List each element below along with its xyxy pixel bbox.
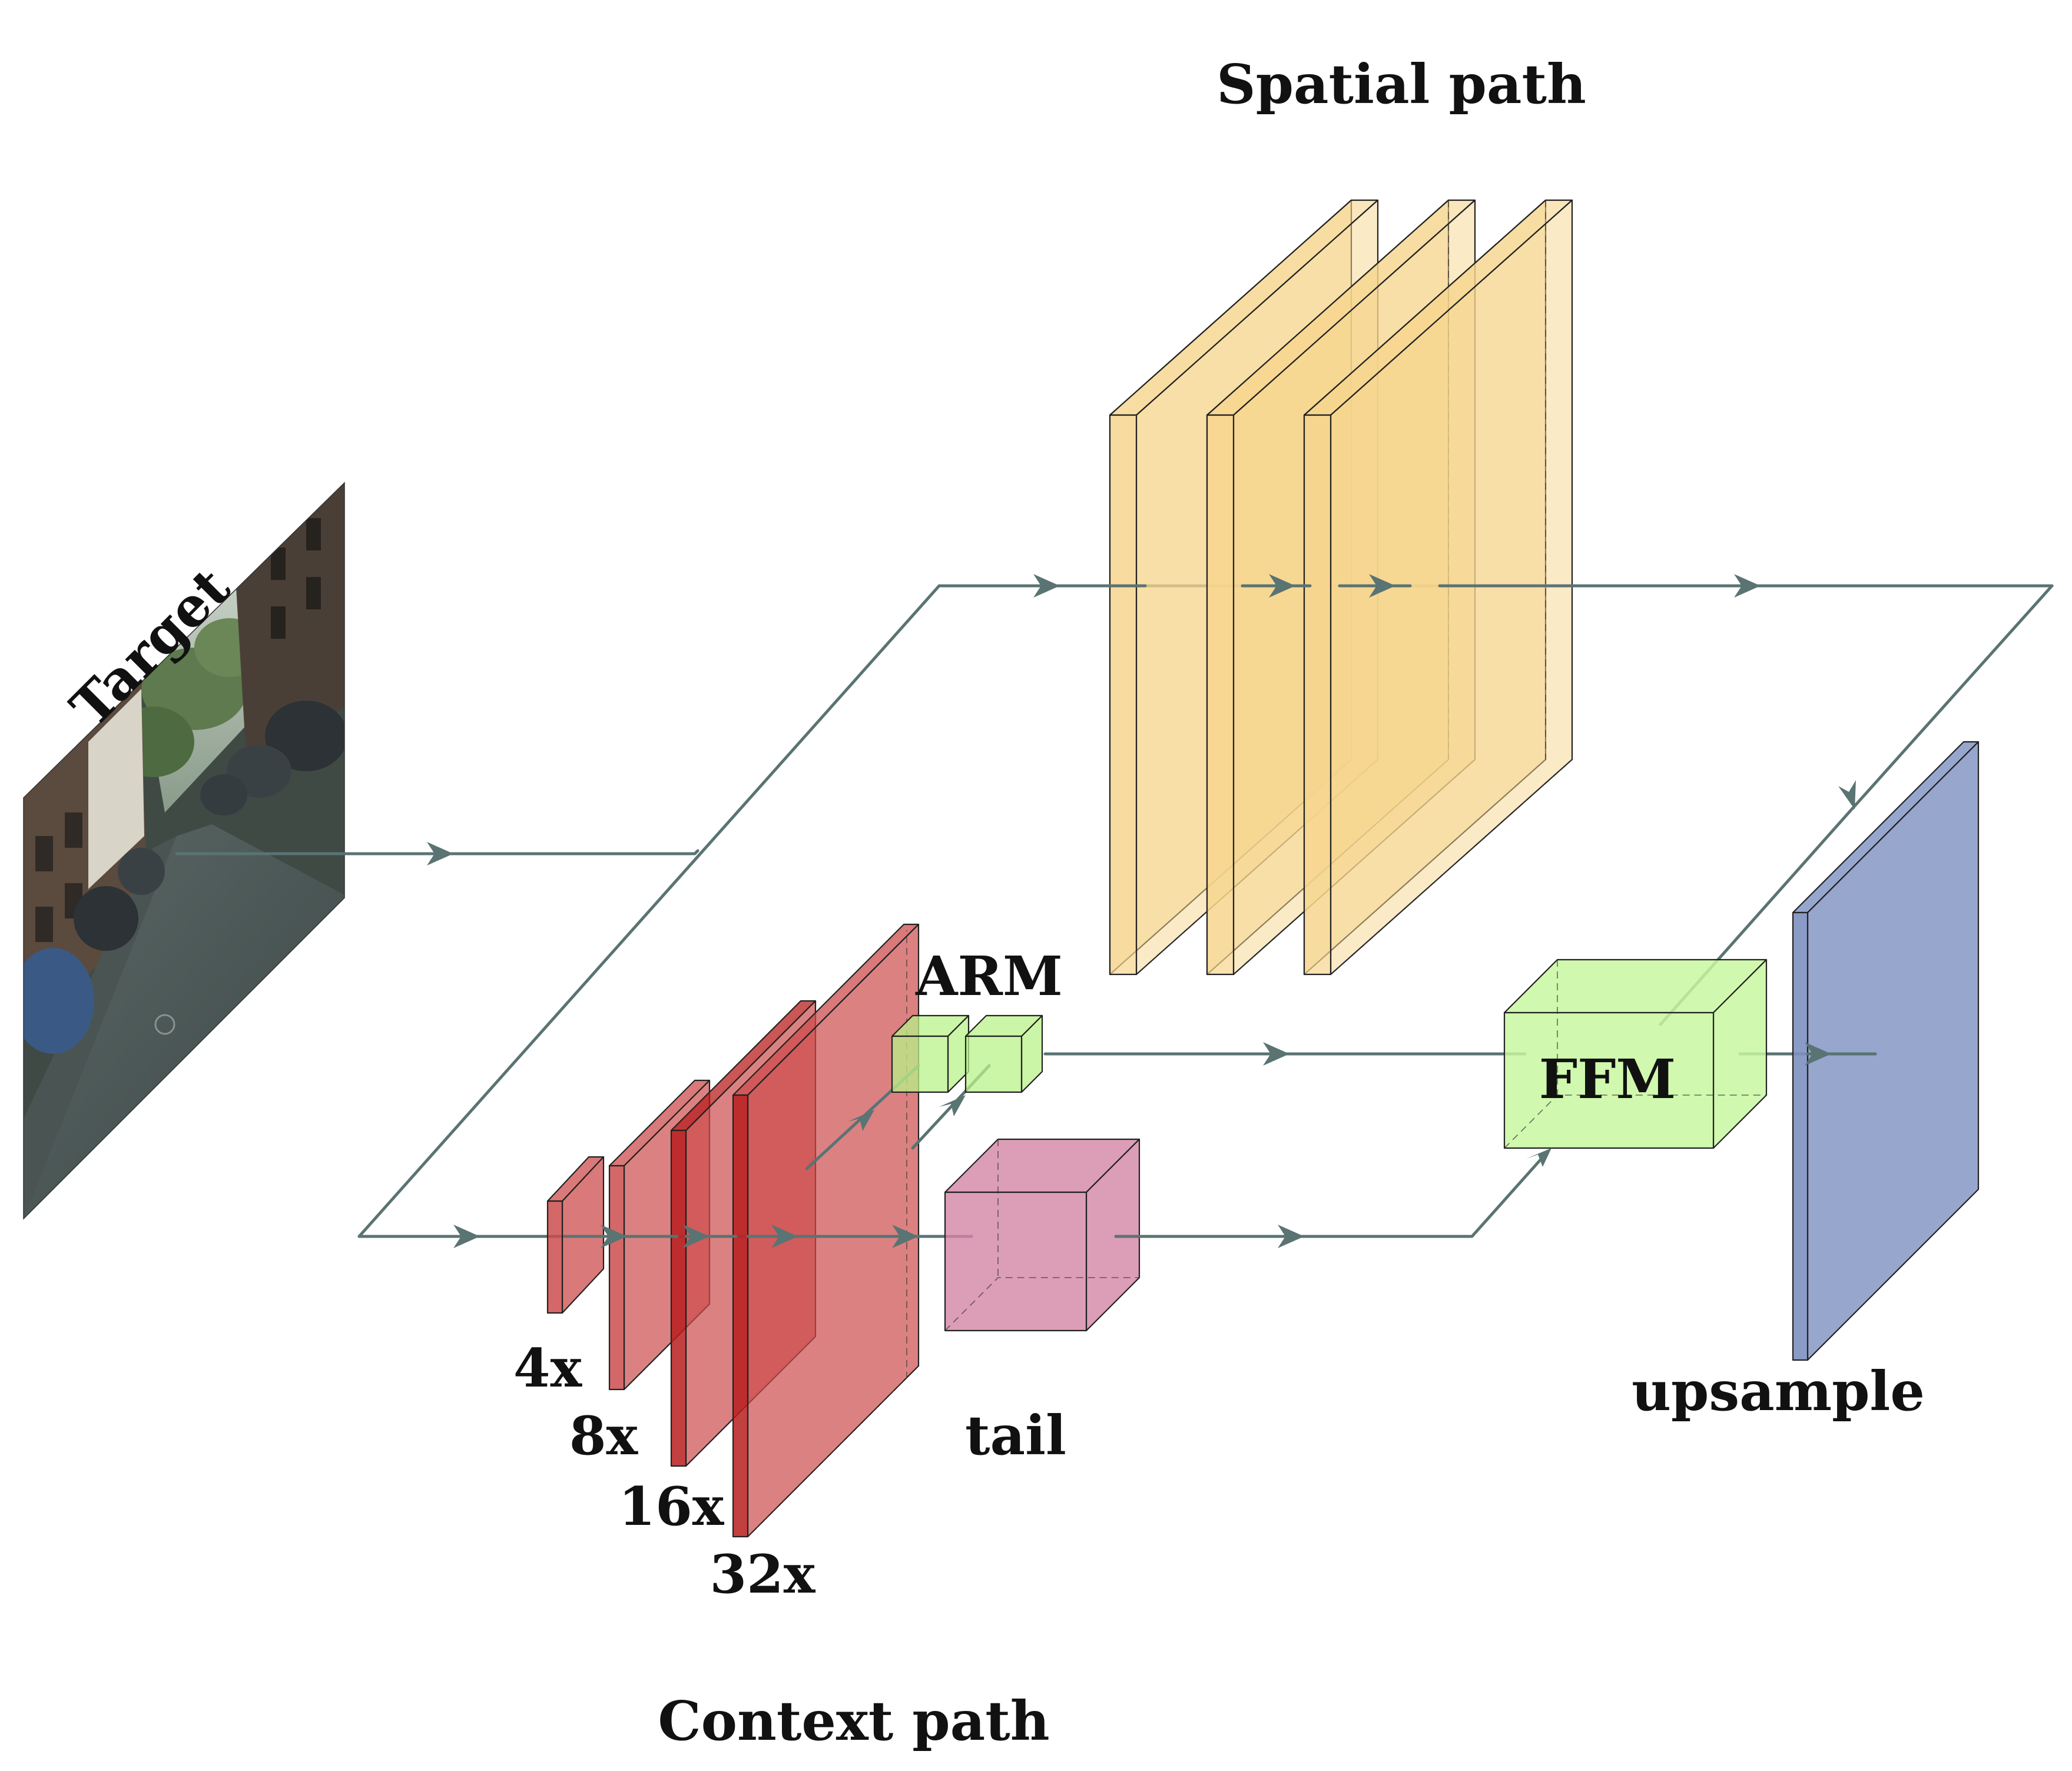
arm-blocks xyxy=(891,1014,1043,1093)
scale-8x-label: 8x xyxy=(569,1405,639,1467)
scale-16x-label: 16x xyxy=(619,1475,725,1538)
context-path-blocks xyxy=(546,923,920,1538)
arm-label: ARM xyxy=(915,944,1063,1008)
tail-block xyxy=(944,1138,1150,1332)
arm-block-1 xyxy=(891,1014,970,1093)
context-block-32x xyxy=(732,923,920,1538)
spatial-path-label: Spatial path xyxy=(1216,52,1586,116)
scale-32x-label: 32x xyxy=(710,1543,816,1606)
ffm-label: FFM xyxy=(1539,1047,1676,1111)
tail-label: tail xyxy=(965,1404,1066,1467)
scale-4x-label: 4x xyxy=(513,1337,583,1399)
upsample-label: upsample xyxy=(1632,1359,1925,1423)
ffm-block xyxy=(1503,959,1768,1149)
arm-block-2 xyxy=(964,1014,1043,1093)
context-path-label: Context path xyxy=(658,1689,1049,1753)
arrowheads xyxy=(427,574,1856,1248)
upsample-block xyxy=(1792,741,1980,1361)
